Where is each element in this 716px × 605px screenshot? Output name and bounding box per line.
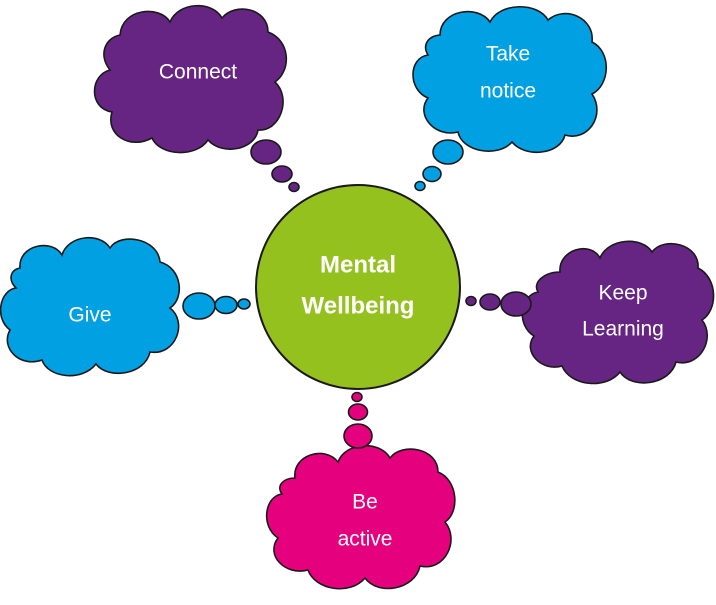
keep-learning-bubble-large [500, 291, 532, 317]
take-notice-label-line2: notice [480, 80, 536, 103]
take-notice-bubble-small [414, 180, 426, 192]
center-label-line2: Wellbeing [302, 292, 415, 319]
node-keep-learning: Keep Learning [465, 240, 715, 385]
be-active-bubble-large [343, 423, 373, 449]
keep-learning-bubble-medium [479, 293, 501, 311]
keep-learning-cloud [521, 240, 715, 385]
give-bubble-medium [214, 295, 238, 315]
take-notice-bubble-medium [422, 165, 442, 183]
node-take-notice: Take notice [412, 6, 607, 192]
connect-label: Connect [159, 61, 237, 84]
connect-bubble-medium [271, 165, 293, 183]
connect-cloud [93, 4, 288, 154]
give-label: Give [68, 304, 111, 327]
keep-learning-bubble-small [465, 295, 477, 307]
give-cloud [0, 236, 181, 377]
node-connect: Connect [93, 4, 300, 193]
be-active-bubble-medium [347, 403, 369, 421]
keep-learning-label-line1: Keep [598, 282, 647, 305]
node-give: Give [0, 236, 251, 377]
connect-bubble-large [250, 139, 282, 165]
node-be-active: Be active [265, 391, 456, 590]
be-active-bubble-small [351, 391, 363, 403]
give-bubble-large [182, 292, 216, 320]
center-label-line1: Mental [320, 251, 396, 278]
be-active-cloud [265, 444, 456, 590]
keep-learning-label-line2: Learning [582, 318, 664, 341]
center-node: Mental Wellbeing [255, 184, 461, 390]
be-active-label-line1: Be [352, 491, 378, 514]
give-bubble-small [237, 298, 251, 310]
take-notice-label-line1: Take [486, 43, 530, 66]
center-circle [255, 184, 461, 390]
be-active-label-line2: active [338, 528, 393, 551]
take-notice-cloud [412, 6, 607, 154]
connect-bubble-small [288, 181, 300, 193]
take-notice-bubble-large [432, 139, 464, 165]
